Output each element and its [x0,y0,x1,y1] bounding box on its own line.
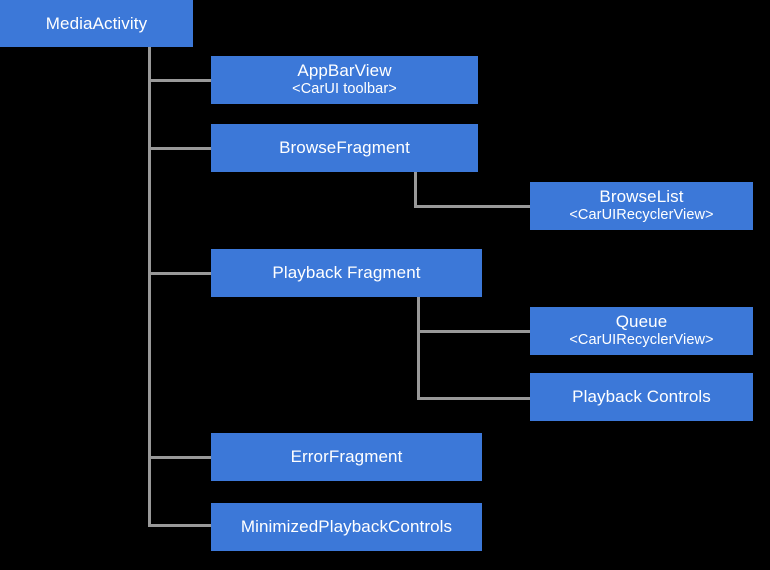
node-title: Playback Controls [572,387,711,407]
connector-branch-browse-list [414,205,531,208]
connector-branch-browse-fragment [148,147,212,150]
node-title: Playback Fragment [272,263,421,283]
node-error-fragment[interactable]: ErrorFragment [211,433,482,481]
node-subtitle: <CarUIRecyclerView> [569,207,714,224]
connector-trunk-browse-fragment [414,172,417,208]
node-playback-controls[interactable]: Playback Controls [530,373,753,421]
node-title: ErrorFragment [290,447,403,467]
connector-branch-minimized-playback-controls [148,524,212,527]
connector-trunk-playback-fragment [417,297,420,400]
node-title: BrowseList [599,187,684,207]
connector-trunk-main [148,47,151,524]
node-title: BrowseFragment [279,138,410,158]
connector-branch-queue [417,330,531,333]
node-title: MediaActivity [45,13,148,33]
connector-branch-app-bar-view [148,79,212,82]
connector-branch-playback-controls [417,397,531,400]
node-title: AppBarView [297,61,392,81]
node-browse-fragment[interactable]: BrowseFragment [211,124,478,172]
node-title: Queue [615,312,668,332]
node-subtitle: <CarUIRecyclerView> [569,332,714,349]
node-minimized-playback-controls[interactable]: MinimizedPlaybackControls [211,503,482,551]
node-playback-fragment[interactable]: Playback Fragment [211,249,482,297]
node-queue[interactable]: Queue<CarUIRecyclerView> [530,307,753,355]
node-browse-list[interactable]: BrowseList<CarUIRecyclerView> [530,182,753,230]
connector-branch-playback-fragment [148,272,212,275]
node-title: MinimizedPlaybackControls [240,517,453,537]
node-subtitle: <CarUI toolbar> [292,81,397,98]
node-app-bar-view[interactable]: AppBarView<CarUI toolbar> [211,56,478,104]
node-media-activity[interactable]: MediaActivity [0,0,193,47]
connector-branch-error-fragment [148,456,212,459]
